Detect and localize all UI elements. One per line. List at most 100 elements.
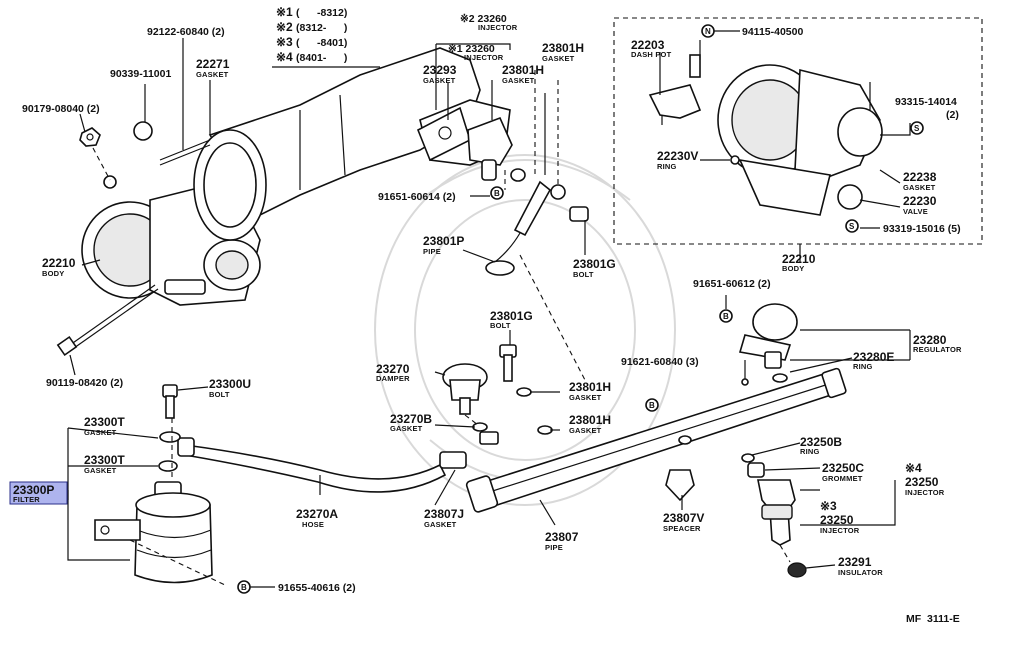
label-23293: 23293 (423, 63, 457, 77)
name-23300P: FILTER (13, 495, 40, 504)
name-23300U: BOLT (209, 390, 230, 399)
label-23250-a: 23250 (905, 475, 939, 489)
variant-mark-1: ※1 (276, 5, 293, 19)
label-92122: 92122-60840 (2) (147, 26, 225, 38)
variant-range-2: (8312- ) (296, 22, 347, 34)
name-23801G-a: BOLT (573, 270, 594, 279)
svg-text:B: B (723, 312, 729, 321)
label-23801H-d: 23801H (569, 413, 611, 427)
throttle-body-left (56, 175, 261, 357)
label-23250C: 23250C (822, 461, 864, 475)
svg-text:B: B (494, 189, 500, 198)
name-22238: GASKET (903, 183, 936, 192)
label-23300T-a: 23300T (84, 415, 125, 429)
label-23801G-a: 23801G (573, 257, 616, 271)
name-23807: PIPE (545, 543, 563, 552)
label-22230: 22230 (903, 194, 937, 208)
variant-legend: ※1 ( -8312) ※2 (8312- ) ※3 ( -8401) ※4 (… (272, 5, 380, 68)
name-23270B: GASKET (390, 424, 423, 433)
name-23300T-b: GASKET (84, 466, 117, 475)
label-23250B: 23250B (800, 435, 842, 449)
figure-code: MF 3111-E (906, 613, 960, 625)
callout-markers: B B B B N S S (237, 24, 924, 594)
label-23300T-b: 23300T (84, 453, 125, 467)
label-23270: 23270 (376, 362, 410, 376)
variant-mark-3: ※3 (276, 35, 293, 49)
label-91651-b: 91651-60612 (2) (693, 278, 771, 290)
label-22210-left: 22210 (42, 256, 76, 270)
name-23250C: GROMMET (822, 474, 863, 483)
leader-lines (67, 30, 911, 588)
label-93315: 93315-14014 (895, 96, 957, 108)
label-90119: 90119-08420 (2) (46, 377, 123, 389)
label-23280E: 23280E (853, 350, 894, 364)
name-22230V: RING (657, 162, 677, 171)
label-23300P: 23300P (13, 483, 54, 497)
label-22203: 22203 (631, 38, 665, 52)
name-23801G-b: BOLT (490, 321, 511, 330)
name-23280: REGULATOR (913, 345, 962, 354)
label-23807J: 23807J (424, 507, 464, 521)
variant-mark-4: ※4 (276, 50, 293, 64)
label-23801P: 23801P (423, 234, 464, 248)
label-23250-b: 23250 (820, 513, 854, 527)
variant-mark-2: ※2 (276, 20, 293, 34)
name-23250-b: INJECTOR (820, 526, 860, 535)
label-23270A: 23270A (296, 507, 338, 521)
right-throttle-body-box (613, 17, 983, 262)
mark-23250-b: ※3 (820, 499, 837, 513)
name-23300T-a: GASKET (84, 428, 117, 437)
name-23801H-b: GASKET (502, 76, 535, 85)
name-23801H-c: GASKET (569, 393, 602, 402)
lower-injectors (741, 453, 807, 578)
svg-text:S: S (849, 222, 855, 231)
name-23280E: RING (853, 362, 873, 371)
name-23801P: PIPE (423, 247, 441, 256)
name-23801H-a: GASKET (542, 54, 575, 63)
label-23260-b: ※1 23260 (448, 43, 495, 55)
variant-range-1: ( -8312) (296, 7, 347, 19)
name-23260-b: INJECTOR (464, 53, 504, 62)
highlight-23300P (9, 481, 68, 505)
mark-23250-a: ※4 (905, 461, 922, 475)
variant-range-3: ( -8401) (296, 37, 347, 49)
label-22210-right: 22210 (782, 252, 816, 266)
label-23801H-c: 23801H (569, 380, 611, 394)
name-22271: GASKET (196, 70, 229, 79)
label-22271: 22271 (196, 57, 230, 71)
name-23807V: SPEACER (663, 524, 701, 533)
svg-text:B: B (649, 401, 655, 410)
name-23270: DAMPER (376, 374, 410, 383)
label-91655: 91655-40616 (2) (278, 582, 356, 594)
variant-range-4: (8401- ) (296, 52, 347, 64)
name-22210-right: BODY (782, 264, 804, 273)
label-23801H-a: 23801H (542, 41, 584, 55)
name-23260-a: INJECTOR (478, 23, 518, 32)
gasket-22271-illustration (193, 129, 267, 241)
label-22238: 22238 (903, 170, 937, 184)
name-23801H-d: GASKET (569, 426, 602, 435)
label-90179: 90179-08040 (2) (22, 103, 100, 115)
label-23801G-b: 23801G (490, 309, 533, 323)
name-23807J: GASKET (424, 520, 457, 529)
fuel-delivery-pipe (465, 367, 847, 513)
name-23293: GASKET (423, 76, 456, 85)
label-23300U: 23300U (209, 377, 251, 391)
name-22203: DASH POT (631, 50, 672, 59)
qty-93315: (2) (946, 109, 959, 121)
damper-and-fittings (442, 344, 553, 445)
part-labels: 92122-60840 (2) 22271 GASKET 90339-11001… (9, 13, 962, 625)
name-23291: INSULATOR (838, 568, 883, 577)
name-23250-a: INJECTOR (905, 488, 945, 497)
label-23807V: 23807V (663, 511, 704, 525)
name-23270A: HOSE (302, 520, 324, 529)
label-94115: 94115-40500 (742, 26, 803, 38)
pressure-regulator (738, 303, 798, 386)
fuel-filter (94, 384, 226, 586)
svg-text:S: S (914, 124, 920, 133)
left-small-parts (79, 121, 211, 181)
label-23807: 23807 (545, 530, 579, 544)
svg-text:B: B (241, 583, 247, 592)
label-23280: 23280 (913, 333, 947, 347)
